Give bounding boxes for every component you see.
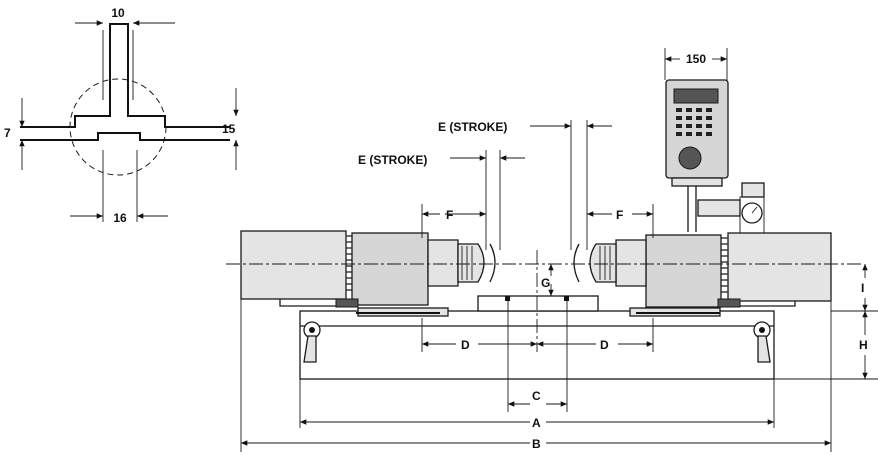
left-slide-block bbox=[335, 298, 359, 308]
d-left-label: D bbox=[461, 338, 470, 352]
d-right-label: D bbox=[600, 338, 609, 352]
t-slot-detail: 10 7 15 16 bbox=[4, 6, 239, 225]
t-slot-detail-circle bbox=[69, 78, 167, 176]
controller-base bbox=[671, 177, 723, 187]
left-tool-tip-arc bbox=[489, 243, 496, 283]
controller-keypad bbox=[676, 108, 712, 136]
right-clamp-pin bbox=[759, 327, 765, 333]
left-motor-fins bbox=[346, 235, 352, 291]
dim-10-label: 10 bbox=[111, 6, 125, 20]
right-clamp-handle bbox=[757, 335, 771, 363]
i-label: I bbox=[861, 281, 864, 295]
controller-knob bbox=[678, 146, 702, 170]
right-drill-head bbox=[645, 234, 722, 308]
stroke-label-lower: E (STROKE) bbox=[358, 153, 427, 167]
valve-block bbox=[697, 199, 741, 217]
right-slide-block bbox=[717, 298, 741, 308]
fixture-slot-right bbox=[564, 296, 569, 301]
valve-top bbox=[741, 182, 765, 198]
controller-display bbox=[673, 88, 719, 104]
right-spindle-nose bbox=[589, 243, 617, 283]
left-spindle-nose bbox=[457, 243, 485, 283]
b-label: B bbox=[532, 437, 541, 451]
t-slot-lower-outline bbox=[20, 132, 230, 141]
g-label: G bbox=[541, 276, 550, 290]
left-clamp-handle bbox=[303, 335, 317, 363]
center-fixture-block bbox=[477, 295, 599, 312]
stroke-label-upper: E (STROKE) bbox=[438, 120, 507, 134]
right-motor-fins bbox=[721, 237, 728, 293]
h-label: H bbox=[859, 338, 868, 352]
right-tool-tip-arc bbox=[573, 243, 580, 283]
c-label: C bbox=[532, 389, 541, 403]
left-clamp-pin bbox=[309, 327, 315, 333]
right-feed-unit bbox=[573, 232, 832, 317]
left-spindle-ribs bbox=[461, 246, 473, 280]
right-motor-housing bbox=[727, 232, 832, 302]
left-motor-housing bbox=[240, 230, 347, 300]
left-drill-head bbox=[351, 232, 429, 306]
a-label: A bbox=[532, 416, 541, 430]
dim-15-label: 15 bbox=[222, 122, 236, 136]
fixture-slot-left bbox=[505, 296, 510, 301]
dim-7-label: 7 bbox=[4, 126, 11, 140]
dim-150-label: 150 bbox=[686, 52, 706, 66]
right-spindle-ribs bbox=[599, 246, 611, 280]
t-slot-upper-outline bbox=[20, 23, 230, 128]
f-left-label: F bbox=[446, 208, 453, 222]
pressure-gauge-needle bbox=[751, 206, 758, 214]
f-right-label: F bbox=[616, 208, 623, 222]
left-spindle-housing bbox=[427, 239, 459, 287]
left-feed-unit bbox=[240, 230, 496, 317]
dim-16-label: 16 bbox=[113, 211, 127, 225]
right-motor-foot bbox=[737, 301, 796, 307]
left-motor-foot bbox=[279, 299, 341, 307]
dimension-lines: E (STROKE) E (STROKE) F F G I H bbox=[240, 120, 878, 452]
controller-unit: 150 bbox=[664, 48, 765, 234]
right-spindle-housing bbox=[615, 239, 647, 287]
